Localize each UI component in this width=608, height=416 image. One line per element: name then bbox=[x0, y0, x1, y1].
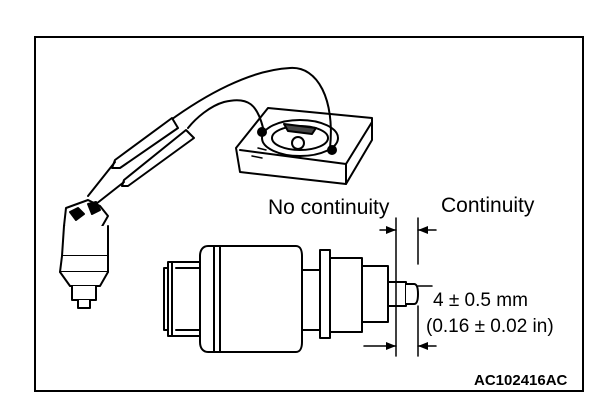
switch-side-view bbox=[163, 245, 419, 353]
label-dimension-mm: 4 ± 0.5 mm bbox=[433, 290, 528, 311]
dimension-arrowheads bbox=[386, 226, 428, 350]
figure-code: AC102416AC bbox=[474, 372, 568, 389]
switch-with-probes bbox=[59, 199, 109, 309]
label-dimension-in: (0.16 ± 0.02 in) bbox=[426, 316, 554, 337]
test-leads bbox=[87, 66, 332, 205]
label-continuity: Continuity bbox=[441, 194, 535, 217]
diagram-frame bbox=[34, 36, 584, 392]
ohmmeter bbox=[235, 107, 373, 185]
label-no-continuity: No continuity bbox=[268, 196, 390, 219]
